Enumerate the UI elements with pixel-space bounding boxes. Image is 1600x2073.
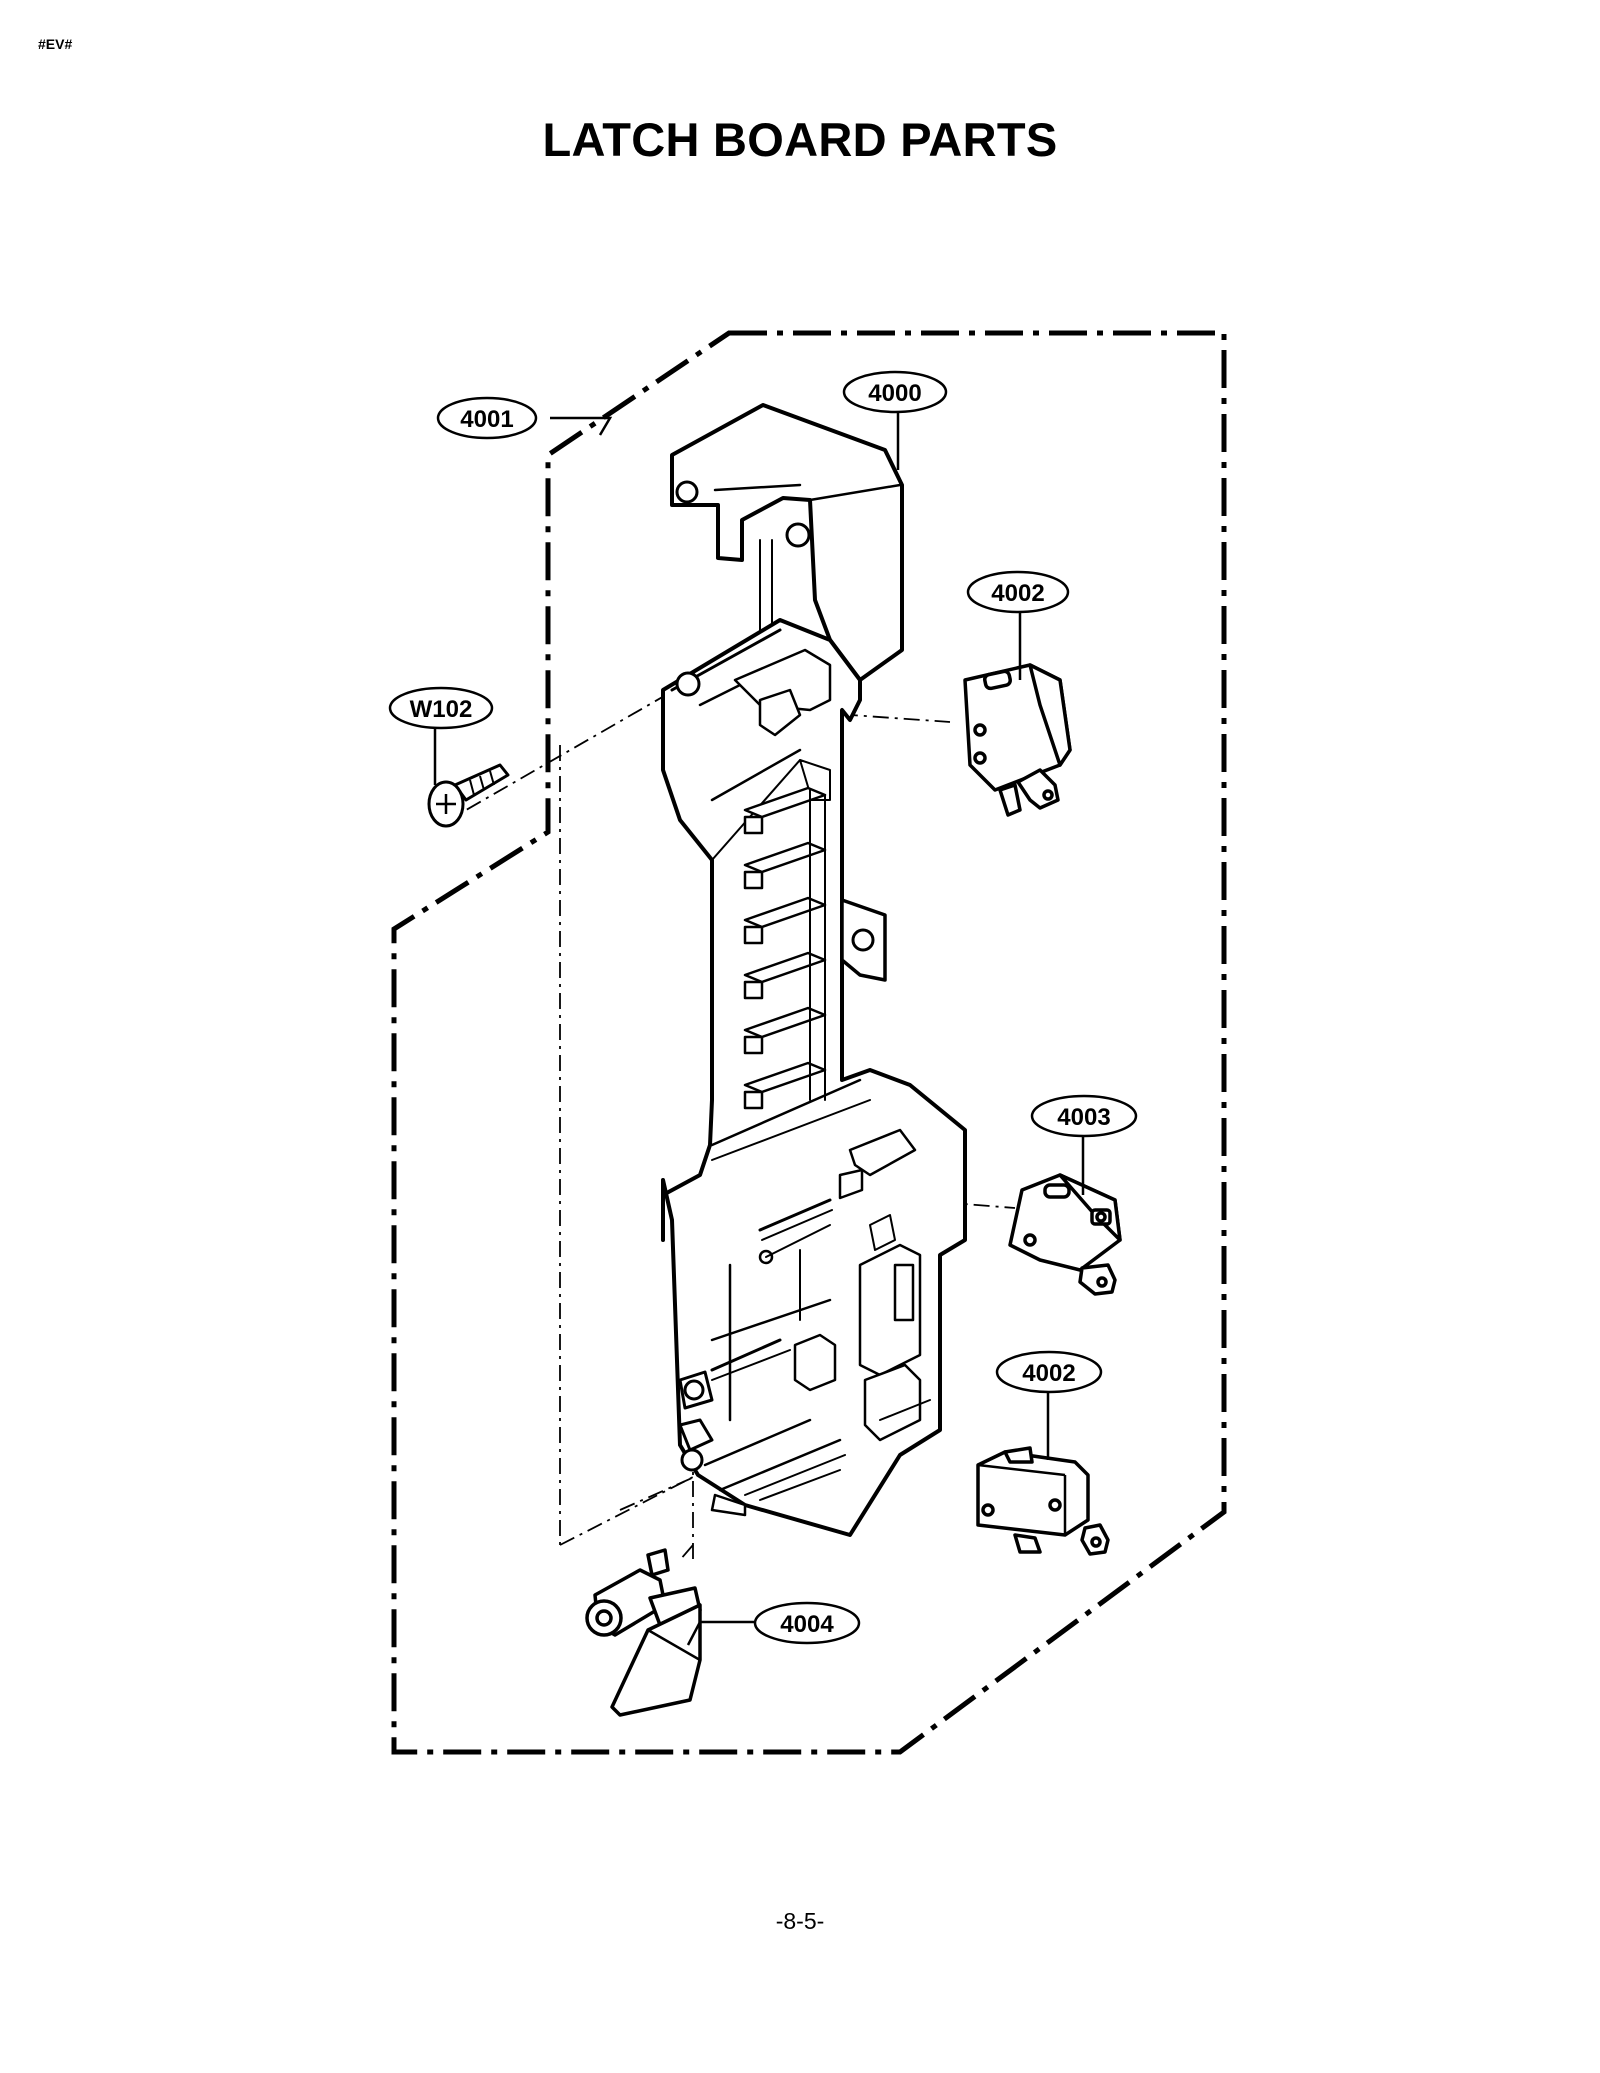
lower-switch bbox=[976, 1446, 1110, 1556]
svg-text:4003: 4003 bbox=[1057, 1104, 1110, 1131]
callout-4000: 4000 bbox=[842, 370, 948, 414]
callout-w102: W102 bbox=[388, 686, 494, 730]
screw bbox=[427, 763, 510, 828]
leader-lines bbox=[433, 408, 1085, 1646]
callout-4001: 4001 bbox=[436, 396, 538, 440]
svg-text:4000: 4000 bbox=[868, 380, 921, 407]
middle-switch bbox=[1008, 1173, 1122, 1296]
svg-text:4002: 4002 bbox=[991, 580, 1044, 607]
page-title: LATCH BOARD PARTS bbox=[542, 113, 1058, 166]
callout-4003: 4003 bbox=[1030, 1094, 1138, 1138]
svg-text:W102: W102 bbox=[410, 696, 473, 723]
callout-4002-lower: 4002 bbox=[995, 1350, 1103, 1394]
callout-4004: 4004 bbox=[753, 1601, 861, 1645]
lever bbox=[585, 1548, 702, 1717]
document-code: #EV# bbox=[38, 36, 73, 52]
page-number: -8-5- bbox=[775, 1908, 825, 1934]
svg-text:4001: 4001 bbox=[460, 406, 513, 433]
latch-board bbox=[661, 403, 967, 1537]
svg-text:4002: 4002 bbox=[1022, 1360, 1075, 1387]
svg-text:4004: 4004 bbox=[780, 1611, 834, 1638]
upper-switch bbox=[963, 663, 1072, 817]
assembly-boundary bbox=[391, 330, 1227, 1755]
callout-4002-upper: 4002 bbox=[966, 570, 1070, 614]
